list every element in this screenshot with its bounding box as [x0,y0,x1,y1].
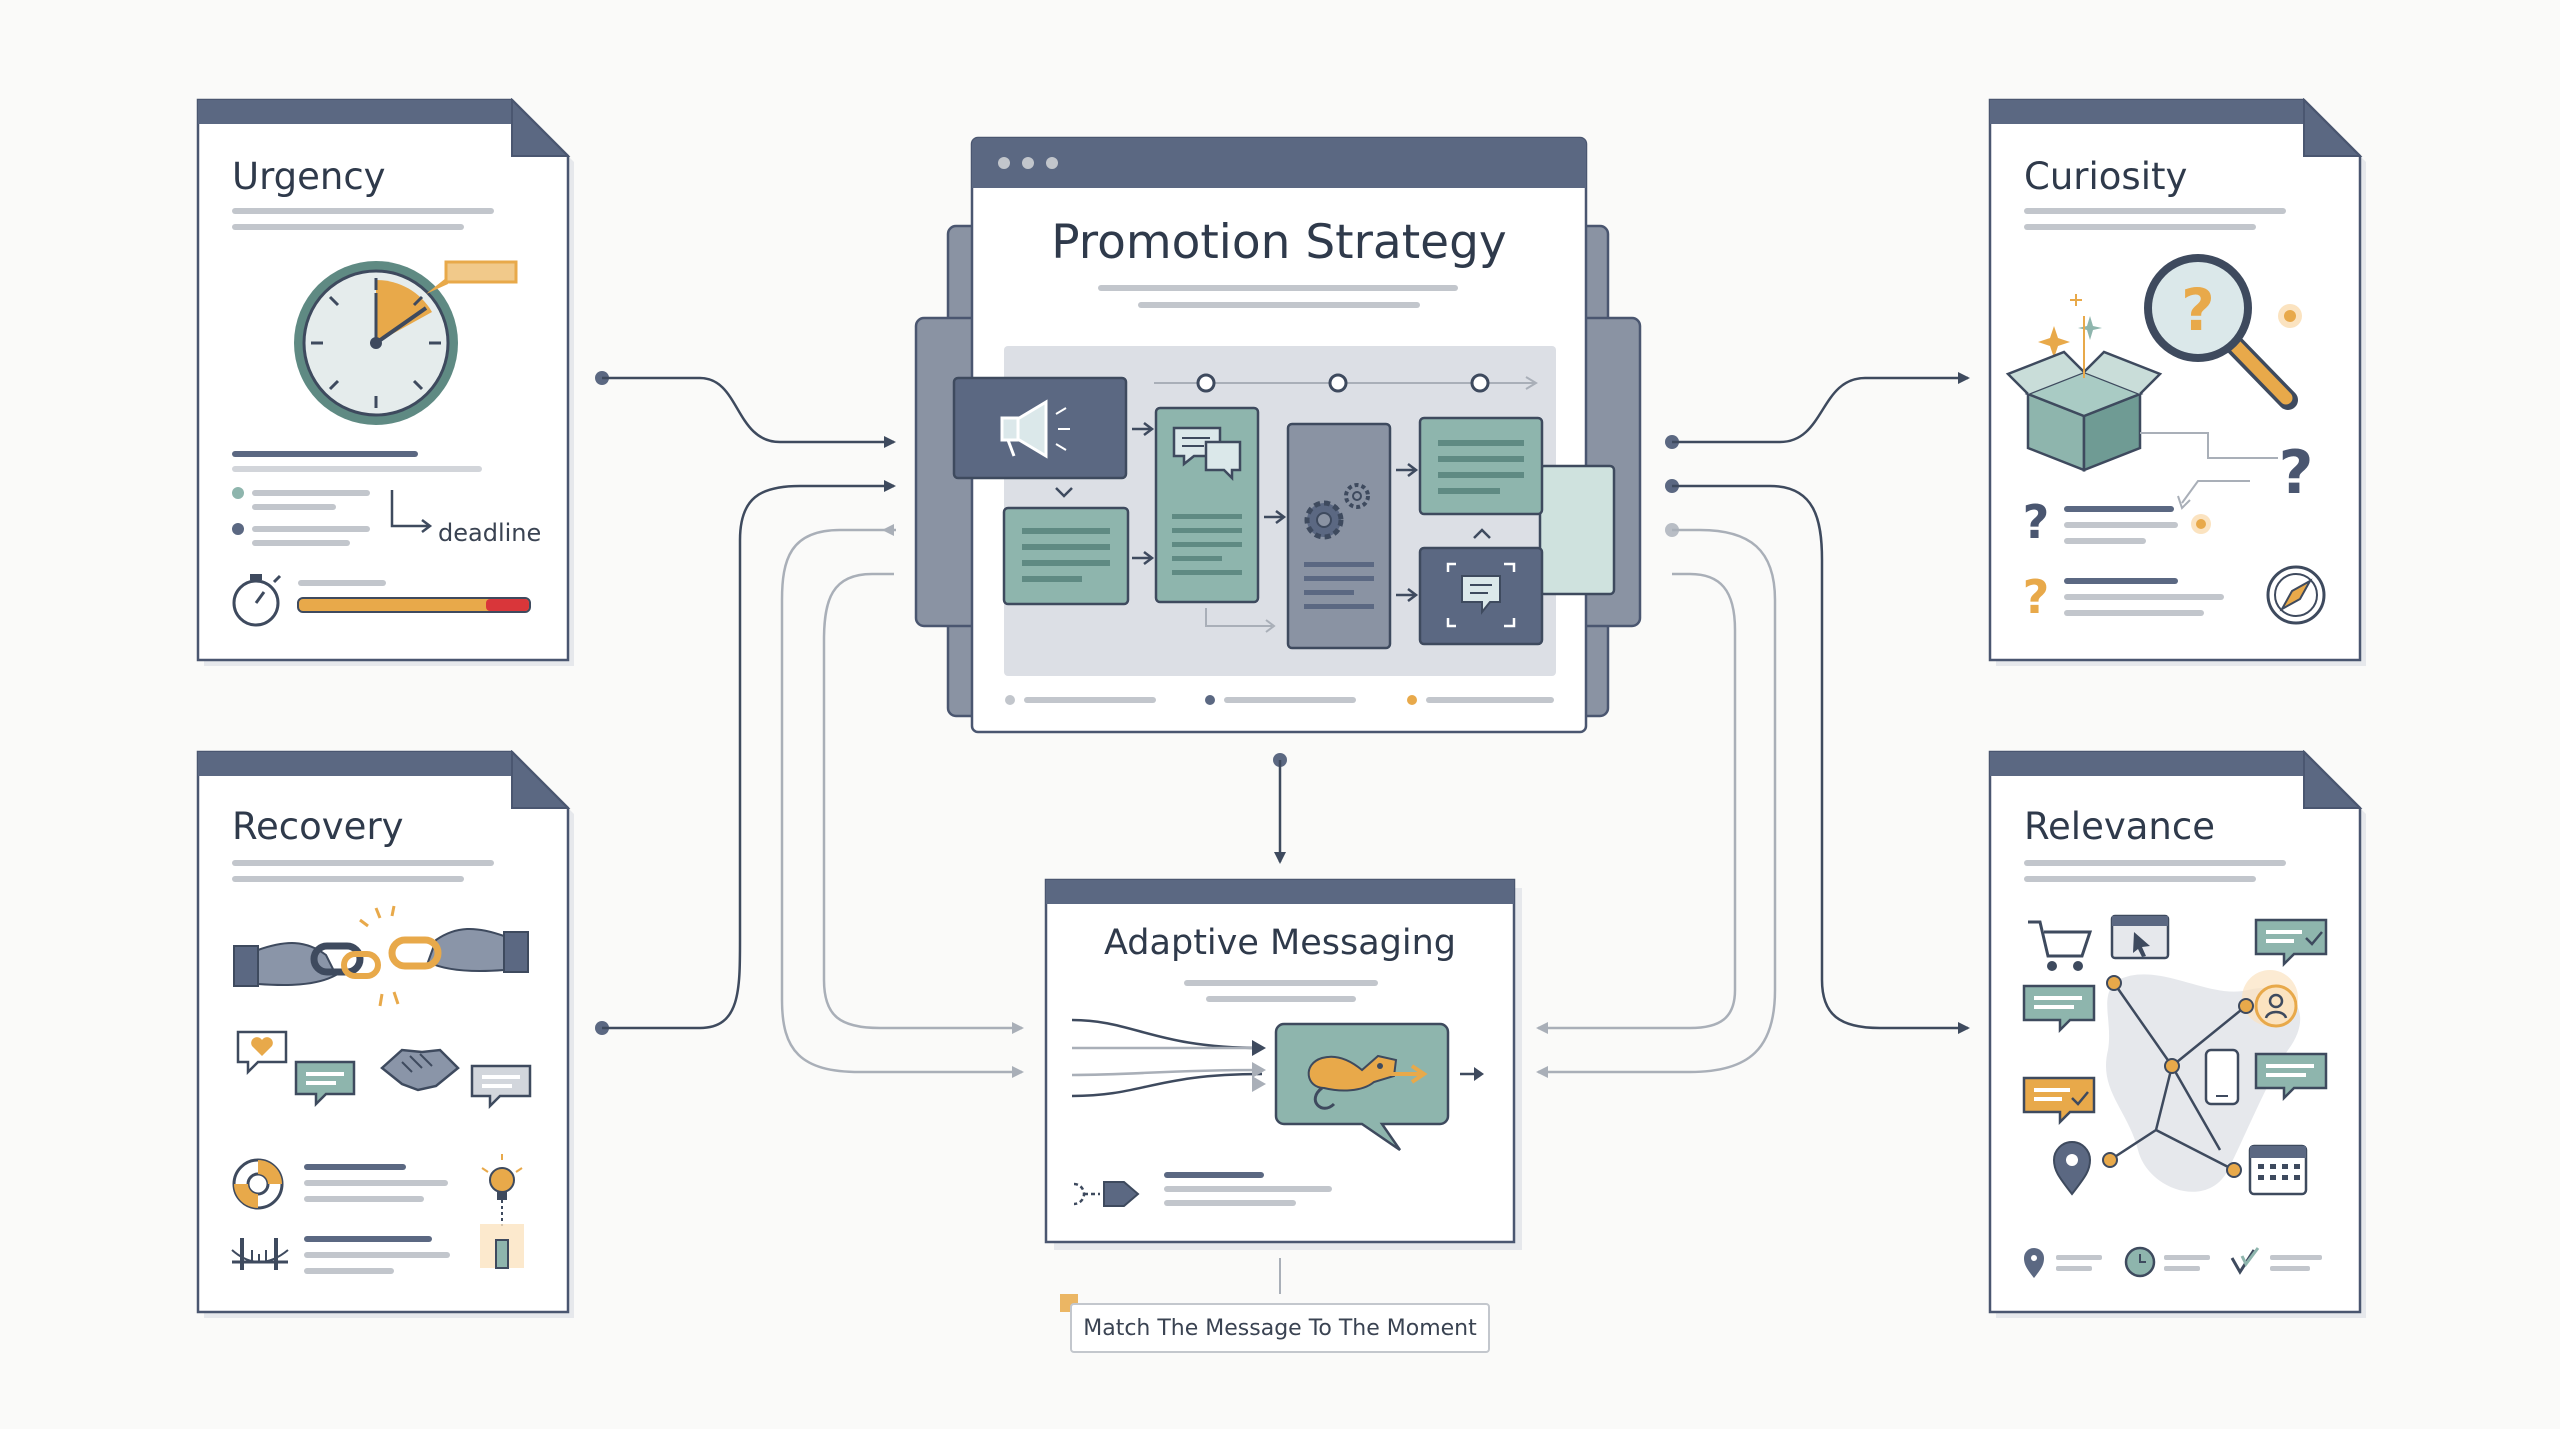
connector-relevance [1672,484,1970,1034]
bulb-icon [481,1154,523,1226]
card-urgency [196,98,574,666]
compass-icon [2266,565,2326,625]
lifebuoy-icon [232,1158,284,1210]
connector-light [1536,528,1777,1078]
connector-light [780,528,1024,1078]
chat-icon [1418,546,1544,646]
relevance-title: Relevance [2024,805,2215,848]
chameleon-icon [1274,1022,1450,1152]
connector-curiosity [1672,372,1970,444]
stopwatch-icon [232,574,282,627]
box-icon [2005,316,2163,472]
gear-icon [1286,422,1392,650]
chat-icon [1154,406,1260,604]
handshake-icon [380,1048,460,1092]
connector-recovery [602,480,896,1030]
bridge-icon [231,1238,289,1270]
megaphone-icon [952,376,1128,480]
clock-icon [294,261,458,425]
chain-icon [233,905,529,1007]
caption-box: Match The Message To The Moment [1070,1303,1490,1353]
recovery-title: Recovery [232,805,404,848]
svg-text:?: ? [2181,276,2215,344]
map-pin-icon [2024,1248,2044,1278]
phone-icon [2204,1048,2240,1106]
card-relevance [1988,750,2366,1318]
cart-icon [2028,920,2093,971]
urgency-title: Urgency [232,155,386,198]
cursor-icon [2110,914,2170,960]
connector-urgency [602,376,896,448]
question-icon: ? [2023,570,2050,624]
adaptive-messaging-panel [1044,878,1522,1250]
calendar-icon [2248,1144,2308,1196]
heart-icon [236,1030,288,1076]
promotion-strategy-title: Promotion Strategy [1051,215,1507,270]
user-icon [2254,984,2298,1028]
card-recovery [196,750,574,1318]
promotion-strategy-panel [914,136,1642,734]
connector-light [822,572,1024,1034]
deadline-label: deadline [438,519,542,547]
question-icon: ? [2279,438,2314,508]
curiosity-title: Curiosity [2024,155,2188,198]
adaptive-messaging-title: Adaptive Messaging [1103,923,1457,963]
connector-light [1536,572,1737,1034]
map-pin-icon [2052,1141,2092,1196]
question-icon: ? [2023,495,2050,549]
clock-icon [2124,1246,2156,1278]
magnifier-icon: ? [2144,254,2298,410]
card-curiosity: ? ? ? ? [1988,98,2366,666]
